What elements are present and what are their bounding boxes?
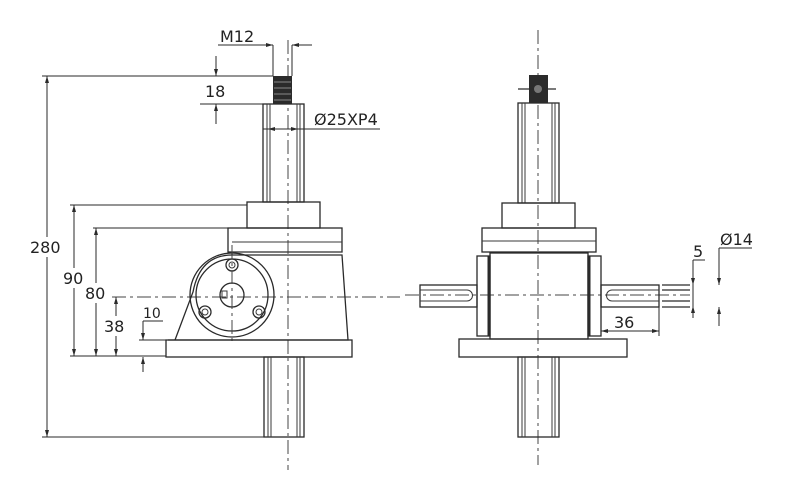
front-view: M12 18 Ø25XP4 280 (28, 27, 400, 470)
top-plate (227, 227, 343, 253)
label-thread-length: 18 (205, 82, 225, 101)
dim-overall-height: 280 (28, 75, 273, 438)
worm-flange (189, 245, 275, 345)
label-shaft-length: 36 (614, 313, 634, 332)
dim-flange-height: 80 (84, 227, 228, 356)
dim-thread: M12 (218, 27, 312, 76)
side-threaded-end (518, 75, 556, 103)
dim-shaft-center: 38 (104, 297, 128, 356)
left-input-shaft (419, 284, 478, 308)
side-screw-lower (517, 356, 560, 438)
label-housing-height: 90 (63, 269, 83, 288)
threaded-end (273, 76, 292, 104)
housing (168, 252, 349, 341)
lifting-screw-lower (263, 356, 305, 438)
label-screw-diameter: Ø25XP4 (314, 110, 378, 129)
side-view: 36 5 Ø14 (405, 30, 753, 465)
dim-thread-length: 18 (200, 56, 273, 124)
side-housing (489, 252, 589, 340)
side-top-plate (481, 227, 597, 253)
label-overall-height: 280 (30, 238, 61, 257)
dim-shaft-length: 36 (601, 307, 660, 336)
base-plate (165, 339, 353, 358)
label-flange-height: 80 (85, 284, 105, 303)
lifting-screw-upper (262, 103, 305, 203)
label-shaft-diameter: Ø14 (720, 230, 753, 249)
right-input-shaft (600, 284, 690, 308)
cap-block (246, 201, 321, 229)
side-base-plate (458, 338, 628, 358)
label-key-width: 5 (693, 242, 703, 261)
dim-screw-diameter: Ø25XP4 (263, 110, 380, 131)
label-thread: M12 (220, 27, 254, 46)
dim-key-width: 5 (691, 242, 705, 318)
label-base-thickness: 10 (143, 306, 161, 322)
dim-housing-height: 90 (62, 204, 247, 357)
dim-base-thickness: 10 (139, 306, 166, 372)
label-shaft-center-height: 38 (104, 317, 124, 336)
dim-shaft-diameter: Ø14 (717, 230, 753, 326)
